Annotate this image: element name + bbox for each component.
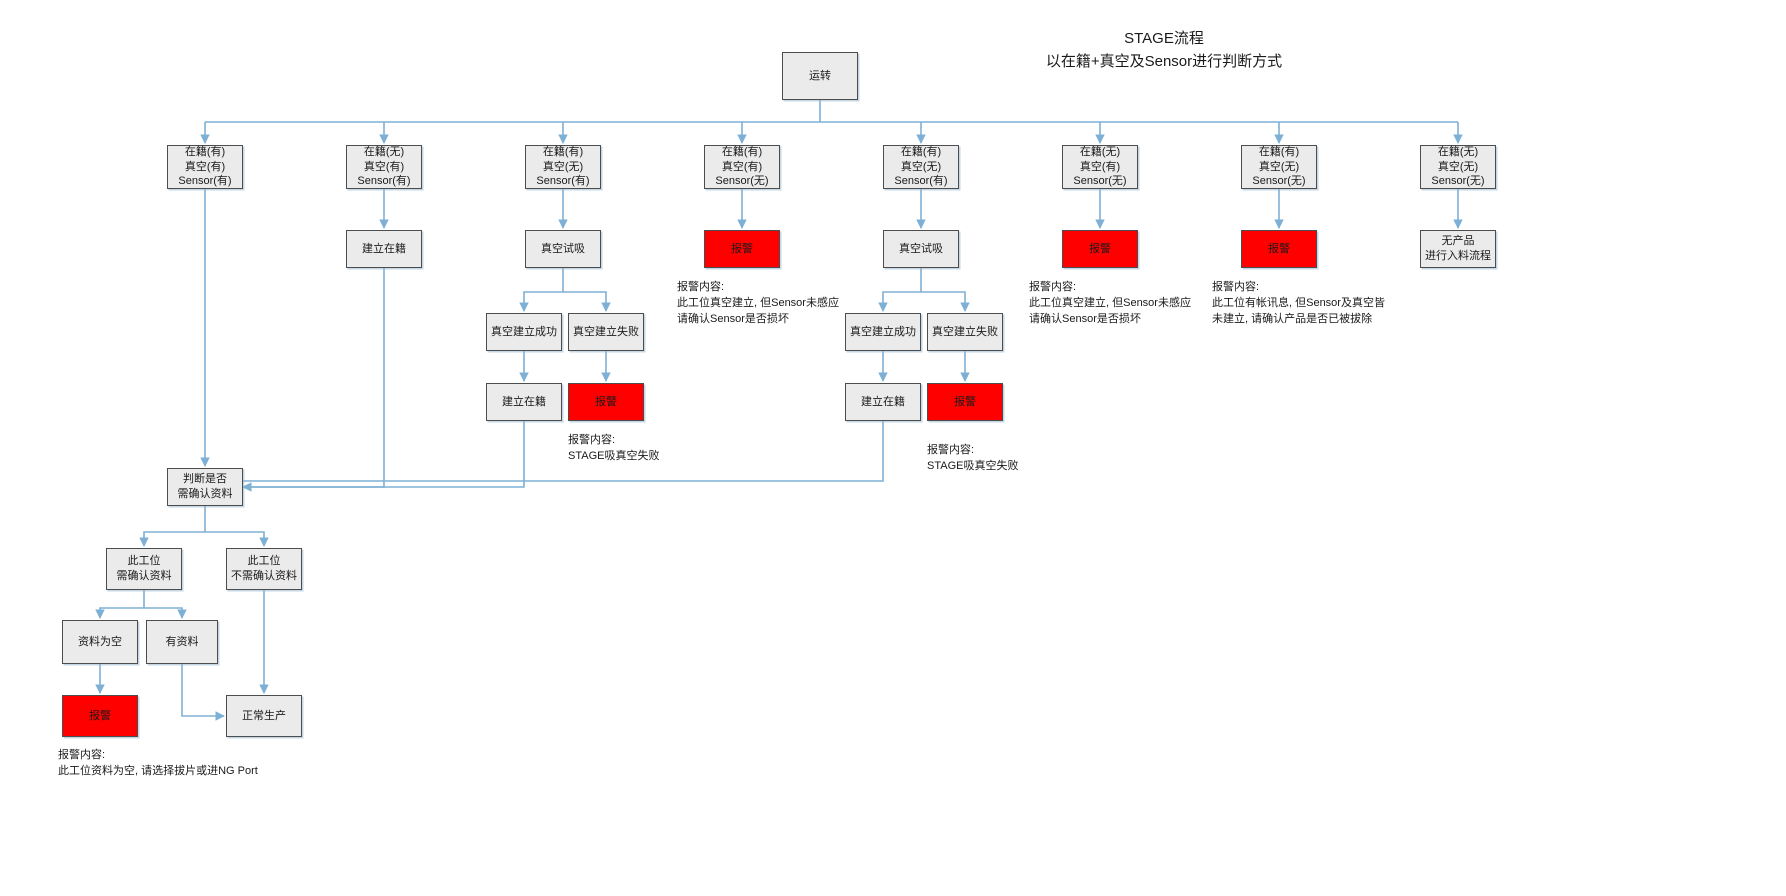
caption-cap4: 报警内容: 此工位真空建立, 但Sensor未感应 请确认Sensor是否损坏 bbox=[677, 281, 839, 325]
node-judge[interactable]: 判断是否 需确认资料 bbox=[167, 468, 243, 506]
node-j1[interactable]: 此工位 需确认资料 bbox=[106, 548, 182, 590]
caption-cap5: 报警内容: STAGE吸真空失败 bbox=[927, 444, 1019, 472]
node-n5c2[interactable]: 报警 bbox=[927, 383, 1003, 421]
node-n3c2[interactable]: 报警 bbox=[568, 383, 644, 421]
node-n5c1[interactable]: 建立在籍 bbox=[845, 383, 921, 421]
node-k1[interactable]: 资料为空 bbox=[62, 620, 138, 664]
node-start[interactable]: 运转 bbox=[782, 52, 858, 100]
node-c2[interactable]: 在籍(无) 真空(有) Sensor(有) bbox=[346, 145, 422, 189]
node-n3b2[interactable]: 真空建立失败 bbox=[568, 313, 644, 351]
caption-cap3: 报警内容: STAGE吸真空失败 bbox=[568, 434, 660, 462]
node-m1[interactable]: 报警 bbox=[62, 695, 138, 737]
node-c5[interactable]: 在籍(有) 真空(无) Sensor(有) bbox=[883, 145, 959, 189]
node-n7a[interactable]: 报警 bbox=[1241, 230, 1317, 268]
node-c6[interactable]: 在籍(无) 真空(有) Sensor(无) bbox=[1062, 145, 1138, 189]
node-n6a[interactable]: 报警 bbox=[1062, 230, 1138, 268]
node-n2a[interactable]: 建立在籍 bbox=[346, 230, 422, 268]
node-n3b1[interactable]: 真空建立成功 bbox=[486, 313, 562, 351]
node-n4a[interactable]: 报警 bbox=[704, 230, 780, 268]
node-c3[interactable]: 在籍(有) 真空(无) Sensor(有) bbox=[525, 145, 601, 189]
node-c4[interactable]: 在籍(有) 真空(有) Sensor(无) bbox=[704, 145, 780, 189]
node-n3c1[interactable]: 建立在籍 bbox=[486, 383, 562, 421]
node-n5a[interactable]: 真空试吸 bbox=[883, 230, 959, 268]
node-c1[interactable]: 在籍(有) 真空(有) Sensor(有) bbox=[167, 145, 243, 189]
node-k2[interactable]: 有资料 bbox=[146, 620, 218, 664]
node-n8a[interactable]: 无产品 进行入料流程 bbox=[1420, 230, 1496, 268]
node-n5b1[interactable]: 真空建立成功 bbox=[845, 313, 921, 351]
page-title: STAGE流程 以在籍+真空及Sensor进行判断方式 bbox=[1045, 30, 1283, 70]
caption-cap7: 报警内容: 此工位有帐讯息, 但Sensor及真空皆 未建立, 请确认产品是否已… bbox=[1212, 281, 1385, 325]
caption-cap6: 报警内容: 此工位真空建立, 但Sensor未感应 请确认Sensor是否损坏 bbox=[1029, 281, 1191, 325]
node-n3a[interactable]: 真空试吸 bbox=[525, 230, 601, 268]
caption-capm: 报警内容: 此工位资料为空, 请选择拔片或进NG Port bbox=[58, 749, 258, 777]
node-c7[interactable]: 在籍(有) 真空(无) Sensor(无) bbox=[1241, 145, 1317, 189]
node-j2[interactable]: 此工位 不需确认资料 bbox=[226, 548, 302, 590]
node-m2[interactable]: 正常生产 bbox=[226, 695, 302, 737]
node-n5b2[interactable]: 真空建立失败 bbox=[927, 313, 1003, 351]
node-c8[interactable]: 在籍(无) 真空(无) Sensor(无) bbox=[1420, 145, 1496, 189]
